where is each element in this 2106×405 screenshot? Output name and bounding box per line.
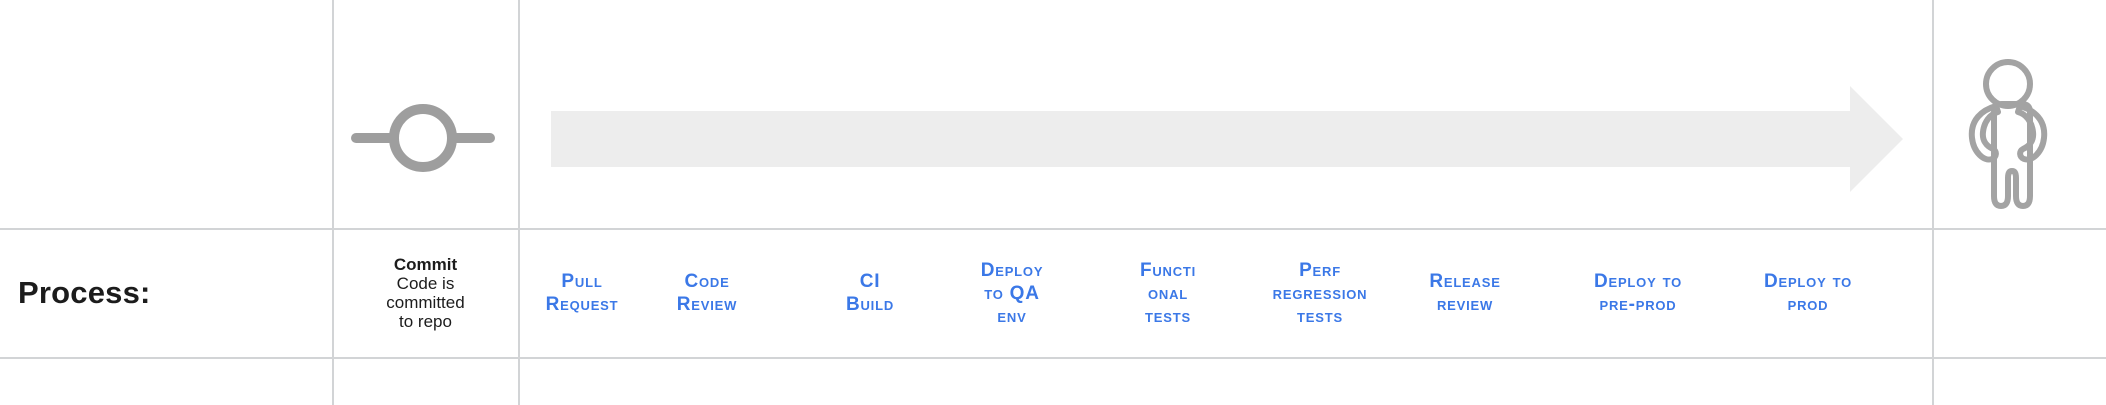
process-step-ci-build: CI Build (845, 271, 895, 315)
process-step-pull-request: Pull Request (545, 271, 619, 315)
grid-vline-commit-right (518, 0, 520, 405)
person-icon (1968, 59, 2048, 209)
process-step-deploy-to-prod: Deploy to prod (1763, 271, 1853, 315)
process-row-label: Process: (18, 275, 151, 310)
grid-hline-top (0, 228, 2106, 230)
commit-cell: Commit Code is committed to repo (333, 229, 518, 357)
process-step-deploy-to-pre-prod: Deploy to pre-prod (1593, 271, 1683, 315)
commit-title: Commit (393, 255, 458, 274)
grid-hline-bottom (0, 357, 2106, 359)
grid-vline-left (332, 0, 334, 405)
grid-vline-right (1932, 0, 1934, 405)
process-step-deploy-to-qa-env: Deploy to QA env (980, 259, 1044, 327)
right-arrow-icon (551, 86, 1903, 192)
process-step-code-review: Code Review (676, 271, 738, 315)
git-commit-icon (351, 104, 495, 172)
process-step-functional-tests: Functi onal tests (1139, 259, 1197, 327)
process-step-perf-regression-tests: Perf regression tests (1272, 259, 1368, 327)
commit-description: Code is committed to repo (386, 274, 465, 331)
process-step-release-review: Release review (1429, 271, 1501, 315)
